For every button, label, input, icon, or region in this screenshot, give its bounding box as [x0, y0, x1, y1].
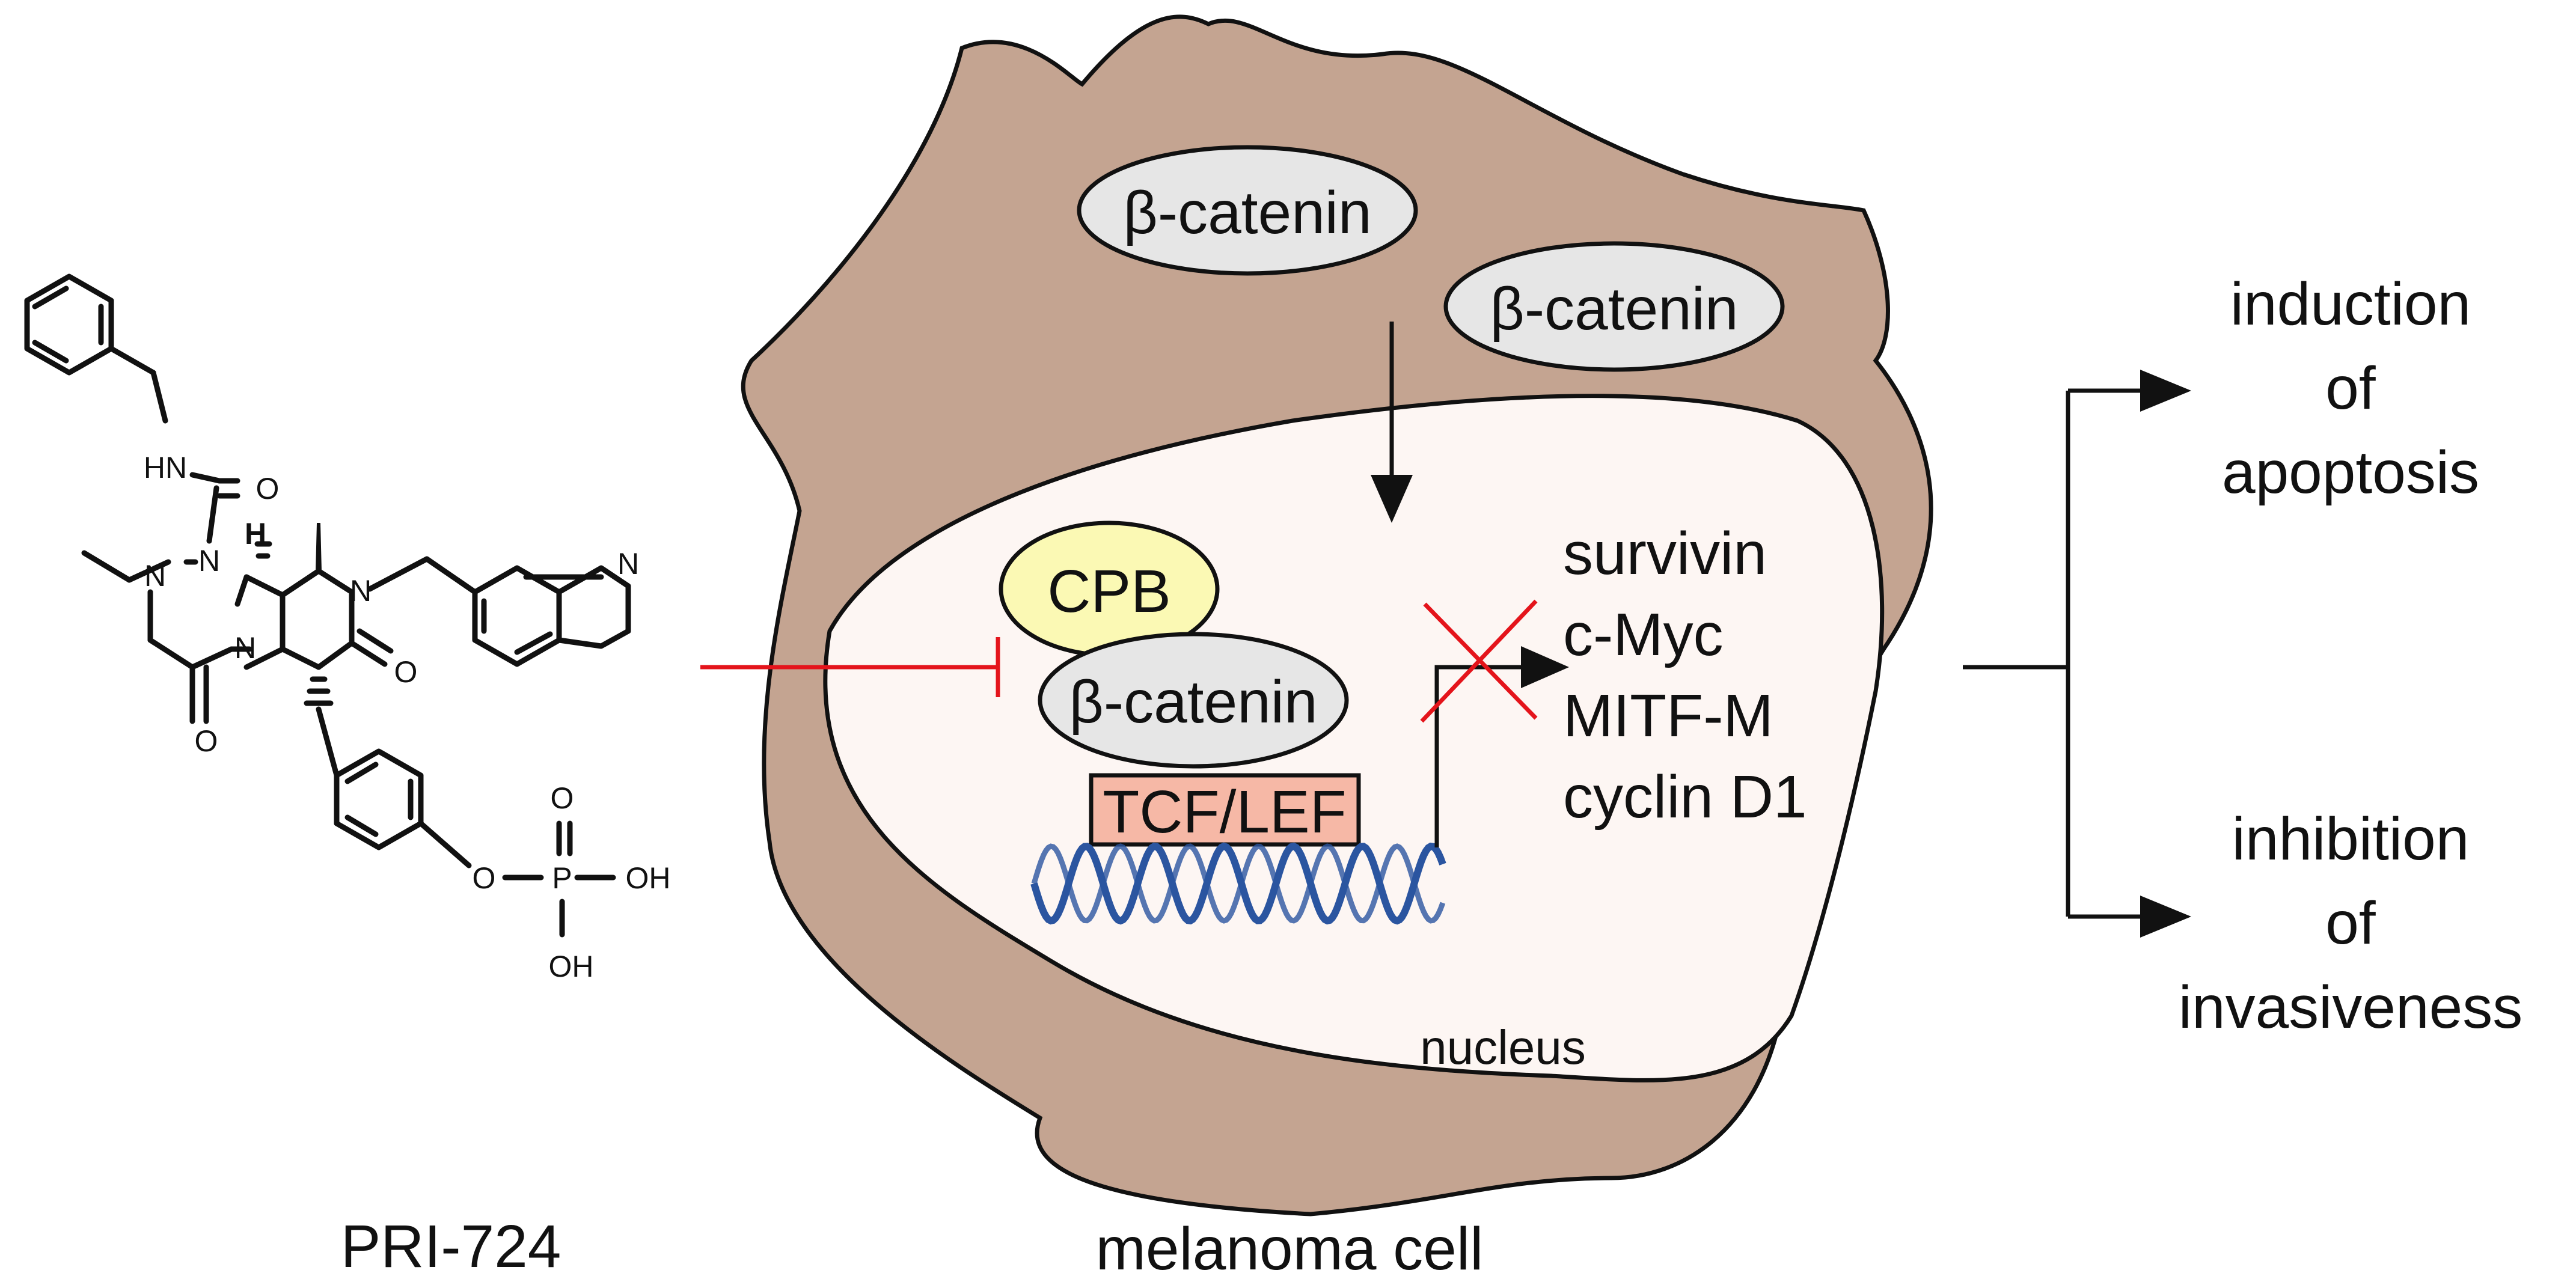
- blocked-transcription-cross: [1420, 599, 1538, 723]
- nuclear-catenin: [1038, 632, 1349, 769]
- outcome-apoptosis: induction of apoptosis: [2222, 270, 2479, 506]
- outcome-invasiveness: inhibition of invasiveness: [2179, 805, 2523, 1041]
- atom-labels: HN O N N H N N O O N O P O OH OH: [144, 451, 671, 983]
- cpb-label: CPB: [1047, 558, 1171, 625]
- gene-survivin: survivin: [1563, 520, 1767, 587]
- outcome-apoptosis-line-2: of: [2325, 355, 2376, 422]
- atom-h: H: [245, 517, 266, 551]
- nucleus-label: nucleus: [1420, 1021, 1586, 1074]
- apoptosis-arrowhead: [2140, 370, 2191, 412]
- atom-o-ether: O: [473, 861, 496, 895]
- atom-p: P: [552, 861, 572, 895]
- outcome-invasiveness-line-1: inhibition: [2232, 805, 2470, 873]
- cytoplasm-catenin-2: [1443, 241, 1785, 372]
- cytoplasm-catenin-1: [1077, 145, 1418, 276]
- cytoplasm-catenin-1-label: β-catenin: [1123, 179, 1371, 246]
- cytoplasm-catenin-2-label: β-catenin: [1490, 275, 1738, 343]
- atom-o-ketone-2: O: [394, 655, 418, 689]
- atom-n-quinoline: N: [617, 547, 639, 581]
- benzene-ring: [24, 273, 114, 376]
- outcome-invasiveness-line-2: of: [2325, 890, 2376, 957]
- quinoline-ring-b: [556, 565, 631, 649]
- transcription-arrowhead: [1521, 646, 1569, 688]
- gene-cyclin-d1: cyclin D1: [1563, 763, 1807, 831]
- dna-helix: [1030, 842, 1446, 925]
- atom-oh-2: OH: [549, 950, 594, 983]
- atom-n1: N: [198, 544, 220, 578]
- translocation-arrowhead: [1371, 475, 1413, 523]
- outcome-branches: [1963, 388, 2143, 919]
- atom-o-ketone-1: O: [195, 724, 218, 758]
- dna-strand-2: [1031, 843, 1446, 924]
- atom-hn: HN: [144, 451, 187, 484]
- tcf-lef-label: TCF/LEF: [1103, 778, 1347, 846]
- outcome-apoptosis-line-1: induction: [2230, 270, 2471, 338]
- drug-name-label: PRI-724: [341, 1213, 561, 1279]
- drug-inhibition-bar: [700, 637, 1000, 697]
- gene-mitf-m: MITF-M: [1563, 682, 1773, 749]
- atom-n2: N: [144, 559, 166, 593]
- cell-label: melanoma cell: [1096, 1215, 1484, 1279]
- transcription-arrow: [1434, 665, 1521, 847]
- pri-724-structure: [24, 273, 631, 938]
- atom-oh-1: OH: [626, 861, 671, 895]
- atom-n-bridge: N: [234, 631, 256, 665]
- outcome-apoptosis-line-3: apoptosis: [2222, 439, 2479, 506]
- gene-c-myc: c-Myc: [1563, 601, 1724, 668]
- atom-o-carbonyl: O: [256, 472, 280, 505]
- outcome-invasiveness-line-3: invasiveness: [2179, 974, 2523, 1041]
- target-genes: survivin c-Myc MITF-M cyclin D1: [1563, 520, 1807, 831]
- invasiveness-arrowhead: [2140, 896, 2191, 938]
- nuclear-catenin-label: β-catenin: [1069, 668, 1317, 736]
- atom-n-amide: N: [350, 574, 372, 608]
- atom-o-phosphate: O: [551, 781, 574, 815]
